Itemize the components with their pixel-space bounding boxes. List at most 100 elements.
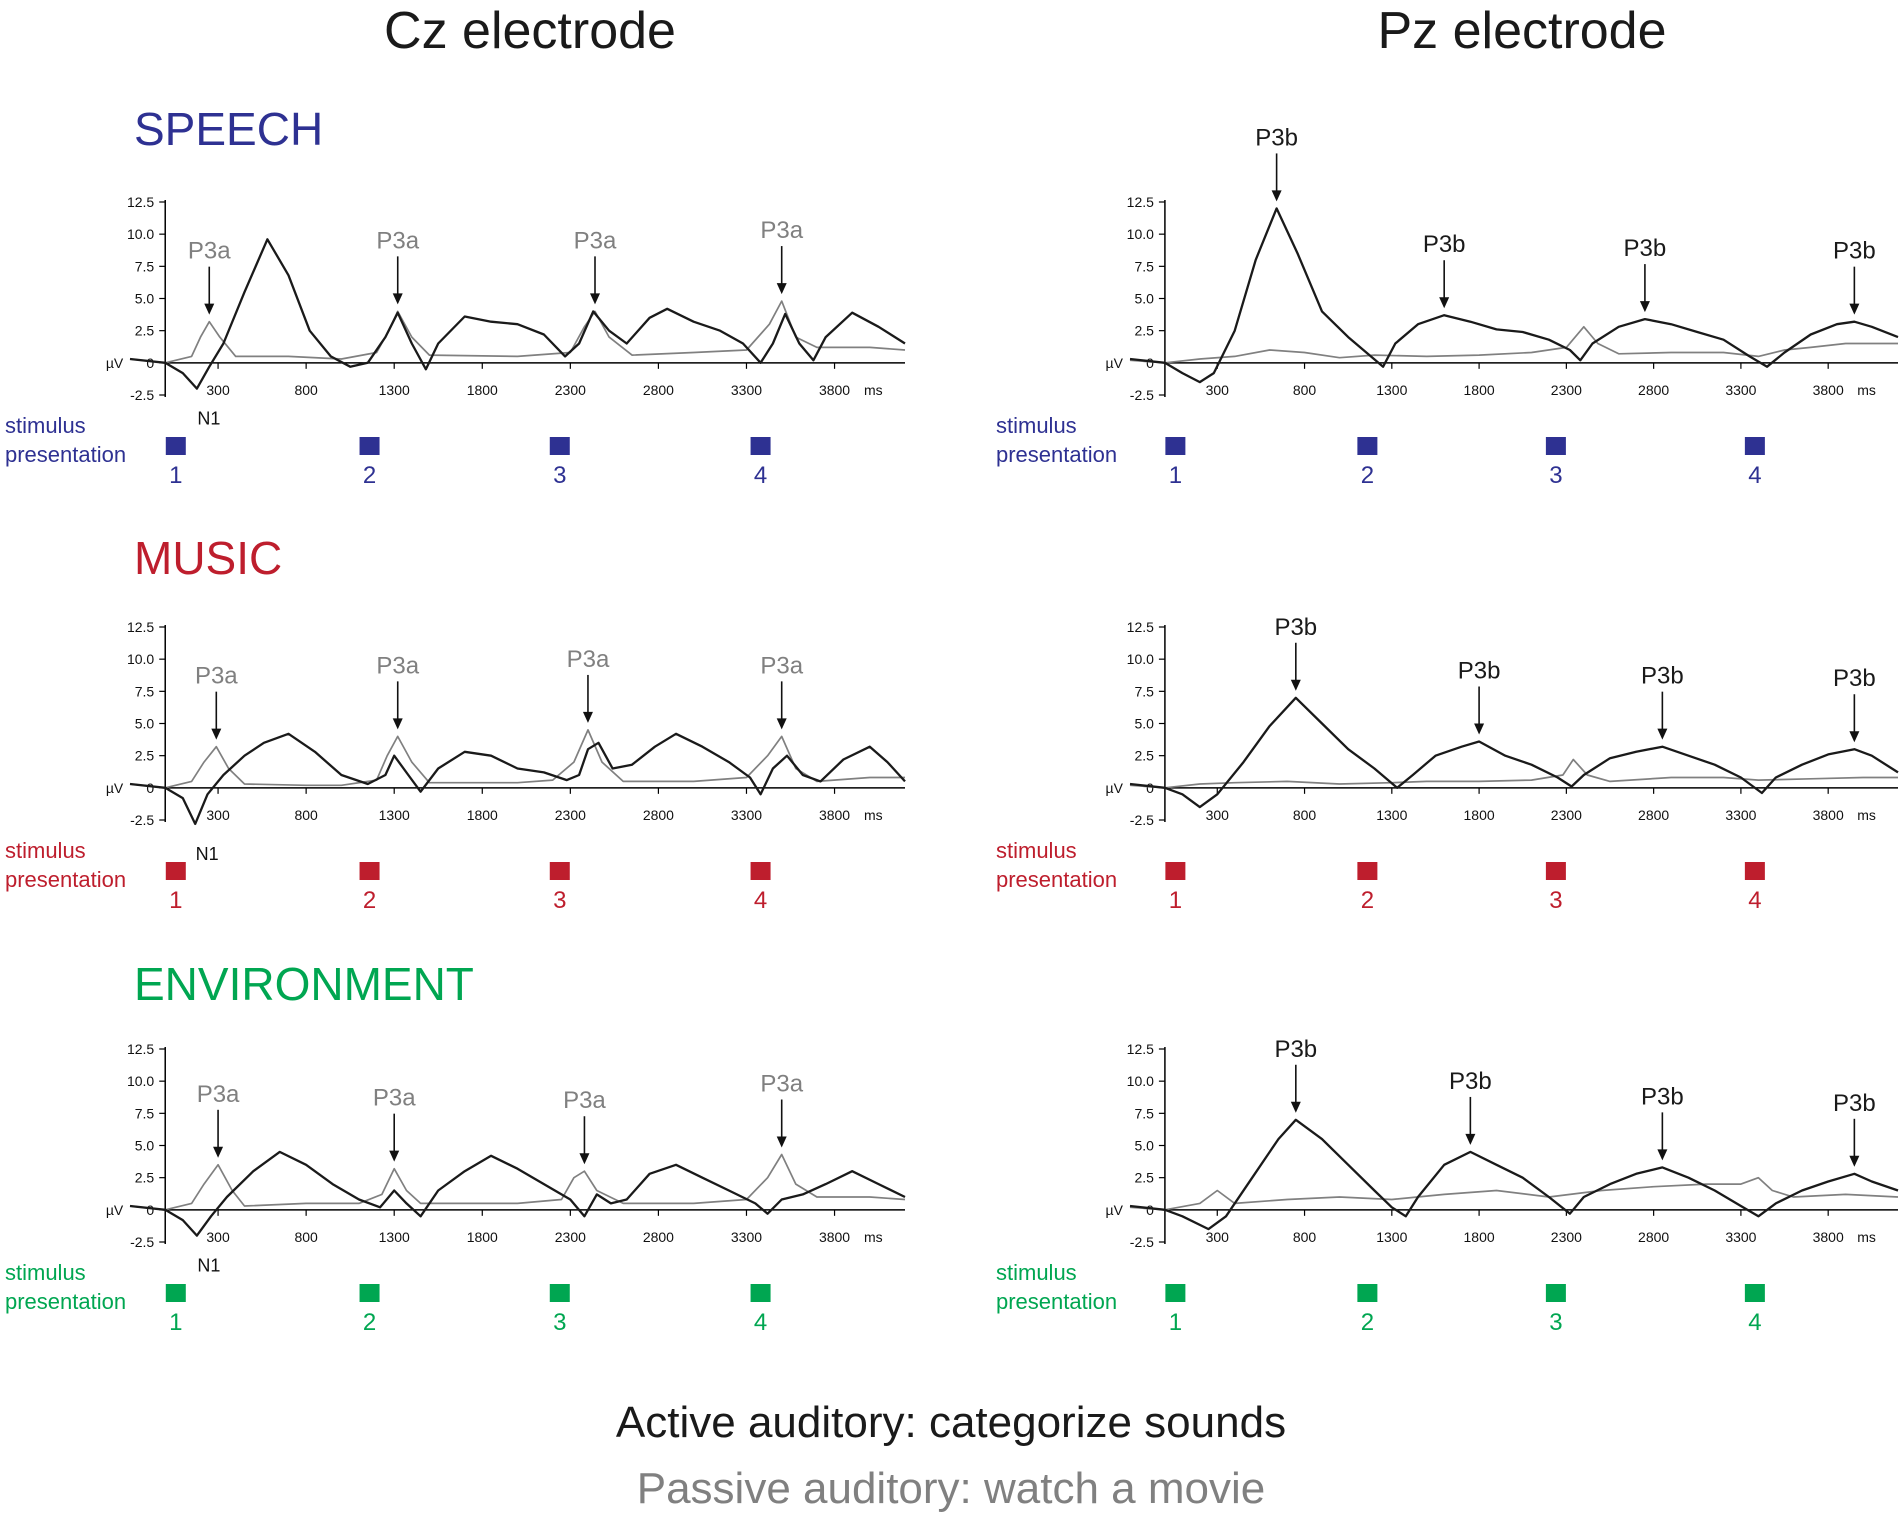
column-title-cz: Cz electrode — [384, 2, 676, 60]
y-tick-label: 5.0 — [135, 716, 155, 732]
y-tick-label: 2.5 — [1134, 1170, 1154, 1186]
stimulus-number-3: 3 — [553, 1309, 566, 1336]
stimulus-number-4: 4 — [754, 887, 767, 914]
annotation-arrow-head — [211, 728, 222, 740]
stimulus-marker-1 — [1165, 1284, 1186, 1302]
y-tick-label: 2.5 — [135, 323, 155, 339]
x-tick-label: 800 — [1293, 382, 1317, 398]
stimulus-label-line1: stimulus — [996, 413, 1077, 438]
y-tick-label: 5.0 — [1134, 291, 1154, 307]
stimulus-marker-2 — [359, 862, 380, 880]
annotation-arrow-head — [213, 1146, 224, 1158]
y-tick-label: 2.5 — [135, 1170, 155, 1186]
x-tick-label: 3800 — [819, 807, 850, 823]
annotation-arrow-head — [1639, 301, 1650, 313]
stimulus-number-1: 1 — [169, 887, 182, 914]
x-tick-label: 1800 — [467, 807, 498, 823]
annotation-arrow-head — [1849, 731, 1860, 743]
y-unit-label: µV — [1106, 1202, 1124, 1218]
y-tick-label: 0 — [146, 780, 154, 796]
x-unit-label: ms — [864, 807, 883, 823]
x-tick-label: 3300 — [1725, 382, 1756, 398]
y-tick-label: 12.5 — [1127, 619, 1154, 635]
annotation-arrow-head — [776, 283, 787, 295]
stimulus-label-line1: stimulus — [5, 413, 86, 438]
x-tick-label: 800 — [294, 807, 318, 823]
stimulus-marker-1 — [165, 1284, 186, 1302]
peak-label-p3b: P3b — [1255, 124, 1298, 151]
x-tick-label: 800 — [1293, 807, 1317, 823]
stimulus-marker-4 — [1744, 1284, 1765, 1302]
peak-label-p3a: P3a — [760, 1071, 803, 1098]
series-passive-pz-speech — [1129, 325, 1898, 364]
peak-label-p3b: P3b — [1458, 658, 1501, 685]
stimulus-number-3: 3 — [553, 887, 566, 914]
annotation-arrow-head — [590, 293, 600, 305]
series-active-pz-environment — [1129, 1118, 1899, 1231]
series-active-pz-speech — [1129, 207, 1899, 384]
y-tick-label: 10.0 — [1127, 226, 1154, 242]
stimulus-number-2: 2 — [1361, 887, 1374, 914]
stimulus-marker-3 — [549, 1284, 570, 1302]
stimulus-number-2: 2 — [1361, 462, 1374, 489]
peak-label-p3b: P3b — [1833, 238, 1876, 265]
stimulus-marker-1 — [165, 437, 186, 455]
annotation-arrow-head — [1465, 1133, 1476, 1145]
y-tick-label: 2.5 — [135, 748, 155, 764]
annotation-arrow-head — [1290, 1101, 1301, 1113]
stimulus-marker-2 — [1357, 437, 1378, 455]
y-tick-label: -2.5 — [1130, 387, 1154, 403]
peak-label-p3a: P3a — [574, 227, 617, 254]
series-active-cz-music — [129, 732, 906, 826]
series-passive-pz-environment — [1129, 1176, 1899, 1211]
peak-label-p3a: P3a — [373, 1085, 416, 1112]
annotation-arrow-head — [1657, 1149, 1668, 1161]
y-tick-label: 0 — [1146, 355, 1154, 371]
y-tick-label: 10.0 — [127, 226, 154, 242]
x-tick-label: 2300 — [1551, 1229, 1582, 1245]
x-tick-label: 3800 — [819, 382, 850, 398]
stimulus-marker-4 — [1744, 437, 1765, 455]
annotation-arrow-head — [776, 718, 787, 730]
x-tick-label: 1300 — [379, 382, 410, 398]
peak-label-p3b: P3b — [1641, 1083, 1684, 1110]
x-tick-label: 1800 — [1464, 1229, 1495, 1245]
y-unit-label: µV — [1106, 355, 1124, 371]
y-tick-label: 12.5 — [127, 619, 154, 635]
annotation-arrow-head — [1849, 1155, 1860, 1167]
x-tick-label: 2300 — [1551, 382, 1582, 398]
x-tick-label: 2300 — [555, 382, 586, 398]
stimulus-number-1: 1 — [1169, 887, 1182, 914]
stimulus-marker-3 — [1545, 862, 1566, 880]
stimulus-number-4: 4 — [754, 1309, 767, 1336]
y-tick-label: 2.5 — [1134, 748, 1154, 764]
x-tick-label: 300 — [1206, 382, 1230, 398]
series-active-cz-environment — [129, 1150, 906, 1237]
x-tick-label: 300 — [1206, 807, 1230, 823]
stimulus-marker-4 — [1744, 862, 1765, 880]
y-tick-label: 0 — [146, 1202, 154, 1218]
y-tick-label: 7.5 — [1134, 258, 1154, 274]
stimulus-marker-3 — [549, 862, 570, 880]
stimulus-number-4: 4 — [1748, 887, 1761, 914]
stimulus-number-3: 3 — [1549, 462, 1562, 489]
annotation-arrow-head — [776, 1136, 787, 1148]
stimulus-label-line1: stimulus — [5, 1260, 86, 1285]
x-tick-label: 2800 — [1638, 1229, 1669, 1245]
x-tick-label: 3800 — [1813, 1229, 1844, 1245]
x-unit-label: ms — [1857, 382, 1876, 398]
stimulus-number-4: 4 — [1748, 462, 1761, 489]
x-tick-label: 3300 — [1725, 1229, 1756, 1245]
y-tick-label: -2.5 — [130, 1234, 154, 1250]
stimulus-label-line2: presentation — [996, 442, 1117, 467]
stimulus-marker-4 — [750, 1284, 771, 1302]
annotation-arrow-head — [1290, 679, 1301, 691]
peak-label-p3a: P3a — [567, 646, 610, 673]
stimulus-marker-4 — [750, 862, 771, 880]
stimulus-marker-1 — [165, 862, 186, 880]
annotation-arrow-head — [204, 303, 215, 315]
